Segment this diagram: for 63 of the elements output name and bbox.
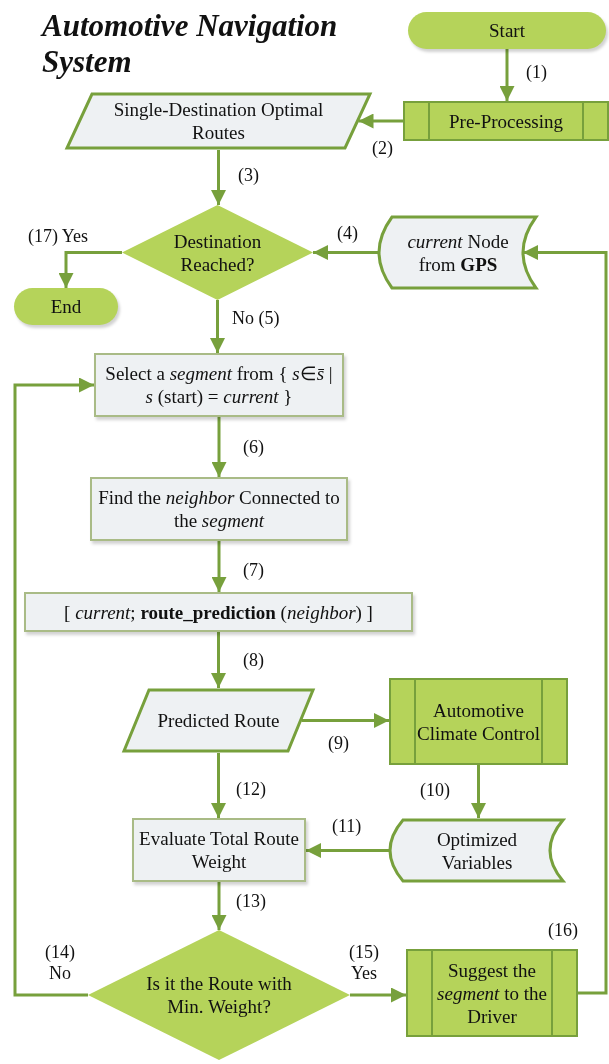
node-text: Is it the Route with Min. Weight?	[145, 972, 293, 1018]
edge-label: (16)	[548, 920, 578, 941]
arrow	[306, 843, 390, 858]
edge-label: (8)	[243, 650, 264, 671]
decision-diamond	[88, 930, 350, 1060]
edge-label: (6)	[243, 437, 264, 458]
arrow	[211, 882, 227, 930]
arrow	[523, 245, 608, 995]
subprocess-box	[403, 101, 609, 141]
process-box	[24, 592, 413, 632]
data-parallelogram	[65, 92, 372, 150]
edge-label: (13)	[236, 891, 266, 912]
arrow	[211, 150, 226, 205]
data-parallelogram	[122, 688, 315, 753]
arrow	[350, 987, 406, 1003]
node-text: Single-Destination Optimal Routes	[112, 98, 325, 144]
node-text: current Node from GPS	[406, 229, 510, 276]
arrow	[358, 113, 403, 129]
edge-label: (4)	[337, 223, 358, 244]
edge-label: No (5)	[232, 308, 280, 329]
process-box	[94, 353, 344, 417]
node-text: Select a segment from { s∈s̄ | s (start) = current }	[104, 362, 334, 408]
node-text: Destination Reached?	[172, 229, 263, 276]
edge-label: (7)	[243, 560, 264, 581]
node-text: Predicted Route	[157, 709, 280, 732]
node-text: Find the neighbor Connected to the segment	[97, 486, 341, 532]
node-text: Evaluate Total Route Weight	[138, 827, 300, 873]
arrow	[313, 245, 379, 260]
arrow	[211, 541, 227, 592]
edge-label: (10)	[420, 780, 450, 801]
diagram-title: Automotive Navigation System	[42, 8, 339, 80]
node-text: Start	[489, 19, 525, 42]
arrow	[471, 765, 486, 818]
edge-label: (12)	[236, 779, 266, 800]
terminal-pill	[14, 288, 118, 325]
node-text: Suggest the segment to the Driver	[436, 958, 548, 1028]
edge-label: (2)	[372, 138, 393, 159]
node-text: Automotive Climate Control	[416, 698, 541, 745]
arrow	[211, 753, 226, 818]
process-box	[90, 477, 348, 541]
terminal-pill	[408, 12, 606, 49]
edge-label: (11)	[332, 816, 362, 837]
arrow	[210, 300, 225, 353]
process-box	[132, 818, 306, 882]
edge-label: (1)	[526, 62, 547, 83]
decision-diamond	[122, 205, 313, 300]
arrow	[211, 632, 226, 688]
arrow	[301, 713, 389, 728]
node-text: Pre-Processing	[449, 109, 563, 133]
node-text: [ current; route_prediction (neighbor) ]	[64, 600, 373, 624]
node-text: Optimized Variables	[435, 827, 519, 874]
stored-data-shape	[389, 818, 565, 883]
arrow	[13, 377, 94, 997]
arrow	[58, 251, 122, 288]
node-text: End	[50, 295, 82, 318]
subprocess-box	[389, 678, 568, 765]
subprocess-box	[406, 949, 578, 1037]
arrow	[499, 49, 515, 101]
edge-label: (9)	[328, 733, 349, 754]
arrow	[211, 417, 227, 477]
edge-label: (17) Yes	[28, 226, 88, 247]
edge-label: (3)	[238, 165, 259, 186]
stored-data-shape	[378, 215, 538, 290]
